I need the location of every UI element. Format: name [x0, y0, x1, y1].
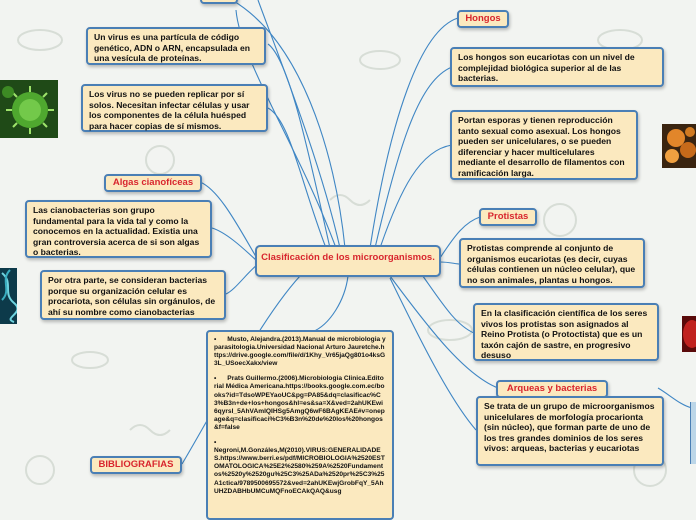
- red-protist-image: [682, 316, 696, 352]
- central-topic[interactable]: Clasificación de los microorganismos.: [255, 245, 441, 277]
- fungi-icon: [665, 127, 696, 163]
- virus-replication-node[interactable]: Los virus no se pueden replicar por sí s…: [81, 84, 268, 132]
- algas-bacteria-text: Por otra parte, se consideran bacterias …: [48, 275, 216, 317]
- virus-definition-node[interactable]: Un virus es una partícula de código gené…: [86, 27, 266, 65]
- reference-item: • Negroni,M.Gonzáles,M(2010).VIRUS:GENER…: [214, 439, 385, 495]
- protistas-definition-text: Protistas comprende al conjunto de organ…: [467, 243, 636, 285]
- protistas-classification-text: En la clasificación científica de los se…: [481, 308, 648, 361]
- protistas-definition-node[interactable]: Protistas comprende al conjunto de organ…: [459, 238, 645, 288]
- protistas-label[interactable]: Protistas: [479, 208, 537, 226]
- algas-definition-text: Las cianobacterias son grupo fundamental…: [33, 205, 200, 258]
- arqueas-definition-text: Se trata de un grupo de microorganismos …: [484, 401, 655, 454]
- hongos-definition-text: Los hongos son eucariotas con un nivel d…: [458, 52, 635, 84]
- orange-fungi-image: [662, 124, 696, 168]
- virus-definition-text: Un virus es una partícula de código gené…: [94, 32, 250, 64]
- virus-icon: [2, 86, 54, 134]
- protist-icon: [683, 320, 696, 348]
- hongos-definition-node[interactable]: Los hongos son eucariotas con un nivel d…: [450, 47, 664, 87]
- algas-bacteria-node[interactable]: Por otra parte, se consideran bacterias …: [40, 270, 226, 320]
- hongos-reproduction-text: Portan esporas y tienen reproducción tan…: [458, 115, 625, 178]
- algas-definition-node[interactable]: Las cianobacterias son grupo fundamental…: [25, 200, 212, 258]
- top-clipped-node: [200, 0, 238, 4]
- hongos-reproduction-node[interactable]: Portan esporas y tienen reproducción tan…: [450, 110, 638, 180]
- central-topic-title: Clasificación de los microorganismos.: [261, 252, 435, 263]
- arqueas-definition-node[interactable]: Se trata de un grupo de microorganismos …: [476, 396, 664, 466]
- hongos-label[interactable]: Hongos: [457, 10, 509, 28]
- protistas-classification-node[interactable]: En la clasificación científica de los se…: [473, 303, 659, 361]
- reference-item: • Musto, Alejandra.(2013).Manual de micr…: [214, 336, 388, 368]
- bibliografias-references: • Musto, Alejandra.(2013).Manual de micr…: [206, 330, 394, 520]
- algas-label[interactable]: Algas cianofíceas: [104, 174, 202, 192]
- bacteria-icon: [1, 269, 17, 323]
- reference-item: • Prats Guillermo.(2006).Microbiologia C…: [214, 375, 385, 431]
- teal-bacteria-image: [0, 268, 17, 324]
- green-virus-image: [0, 80, 58, 138]
- bibliografias-label[interactable]: BIBLIOGRAFIAS: [90, 456, 182, 474]
- virus-replication-text: Los virus no se pueden replicar por sí s…: [89, 89, 250, 131]
- blue-archaea-image: [690, 402, 696, 464]
